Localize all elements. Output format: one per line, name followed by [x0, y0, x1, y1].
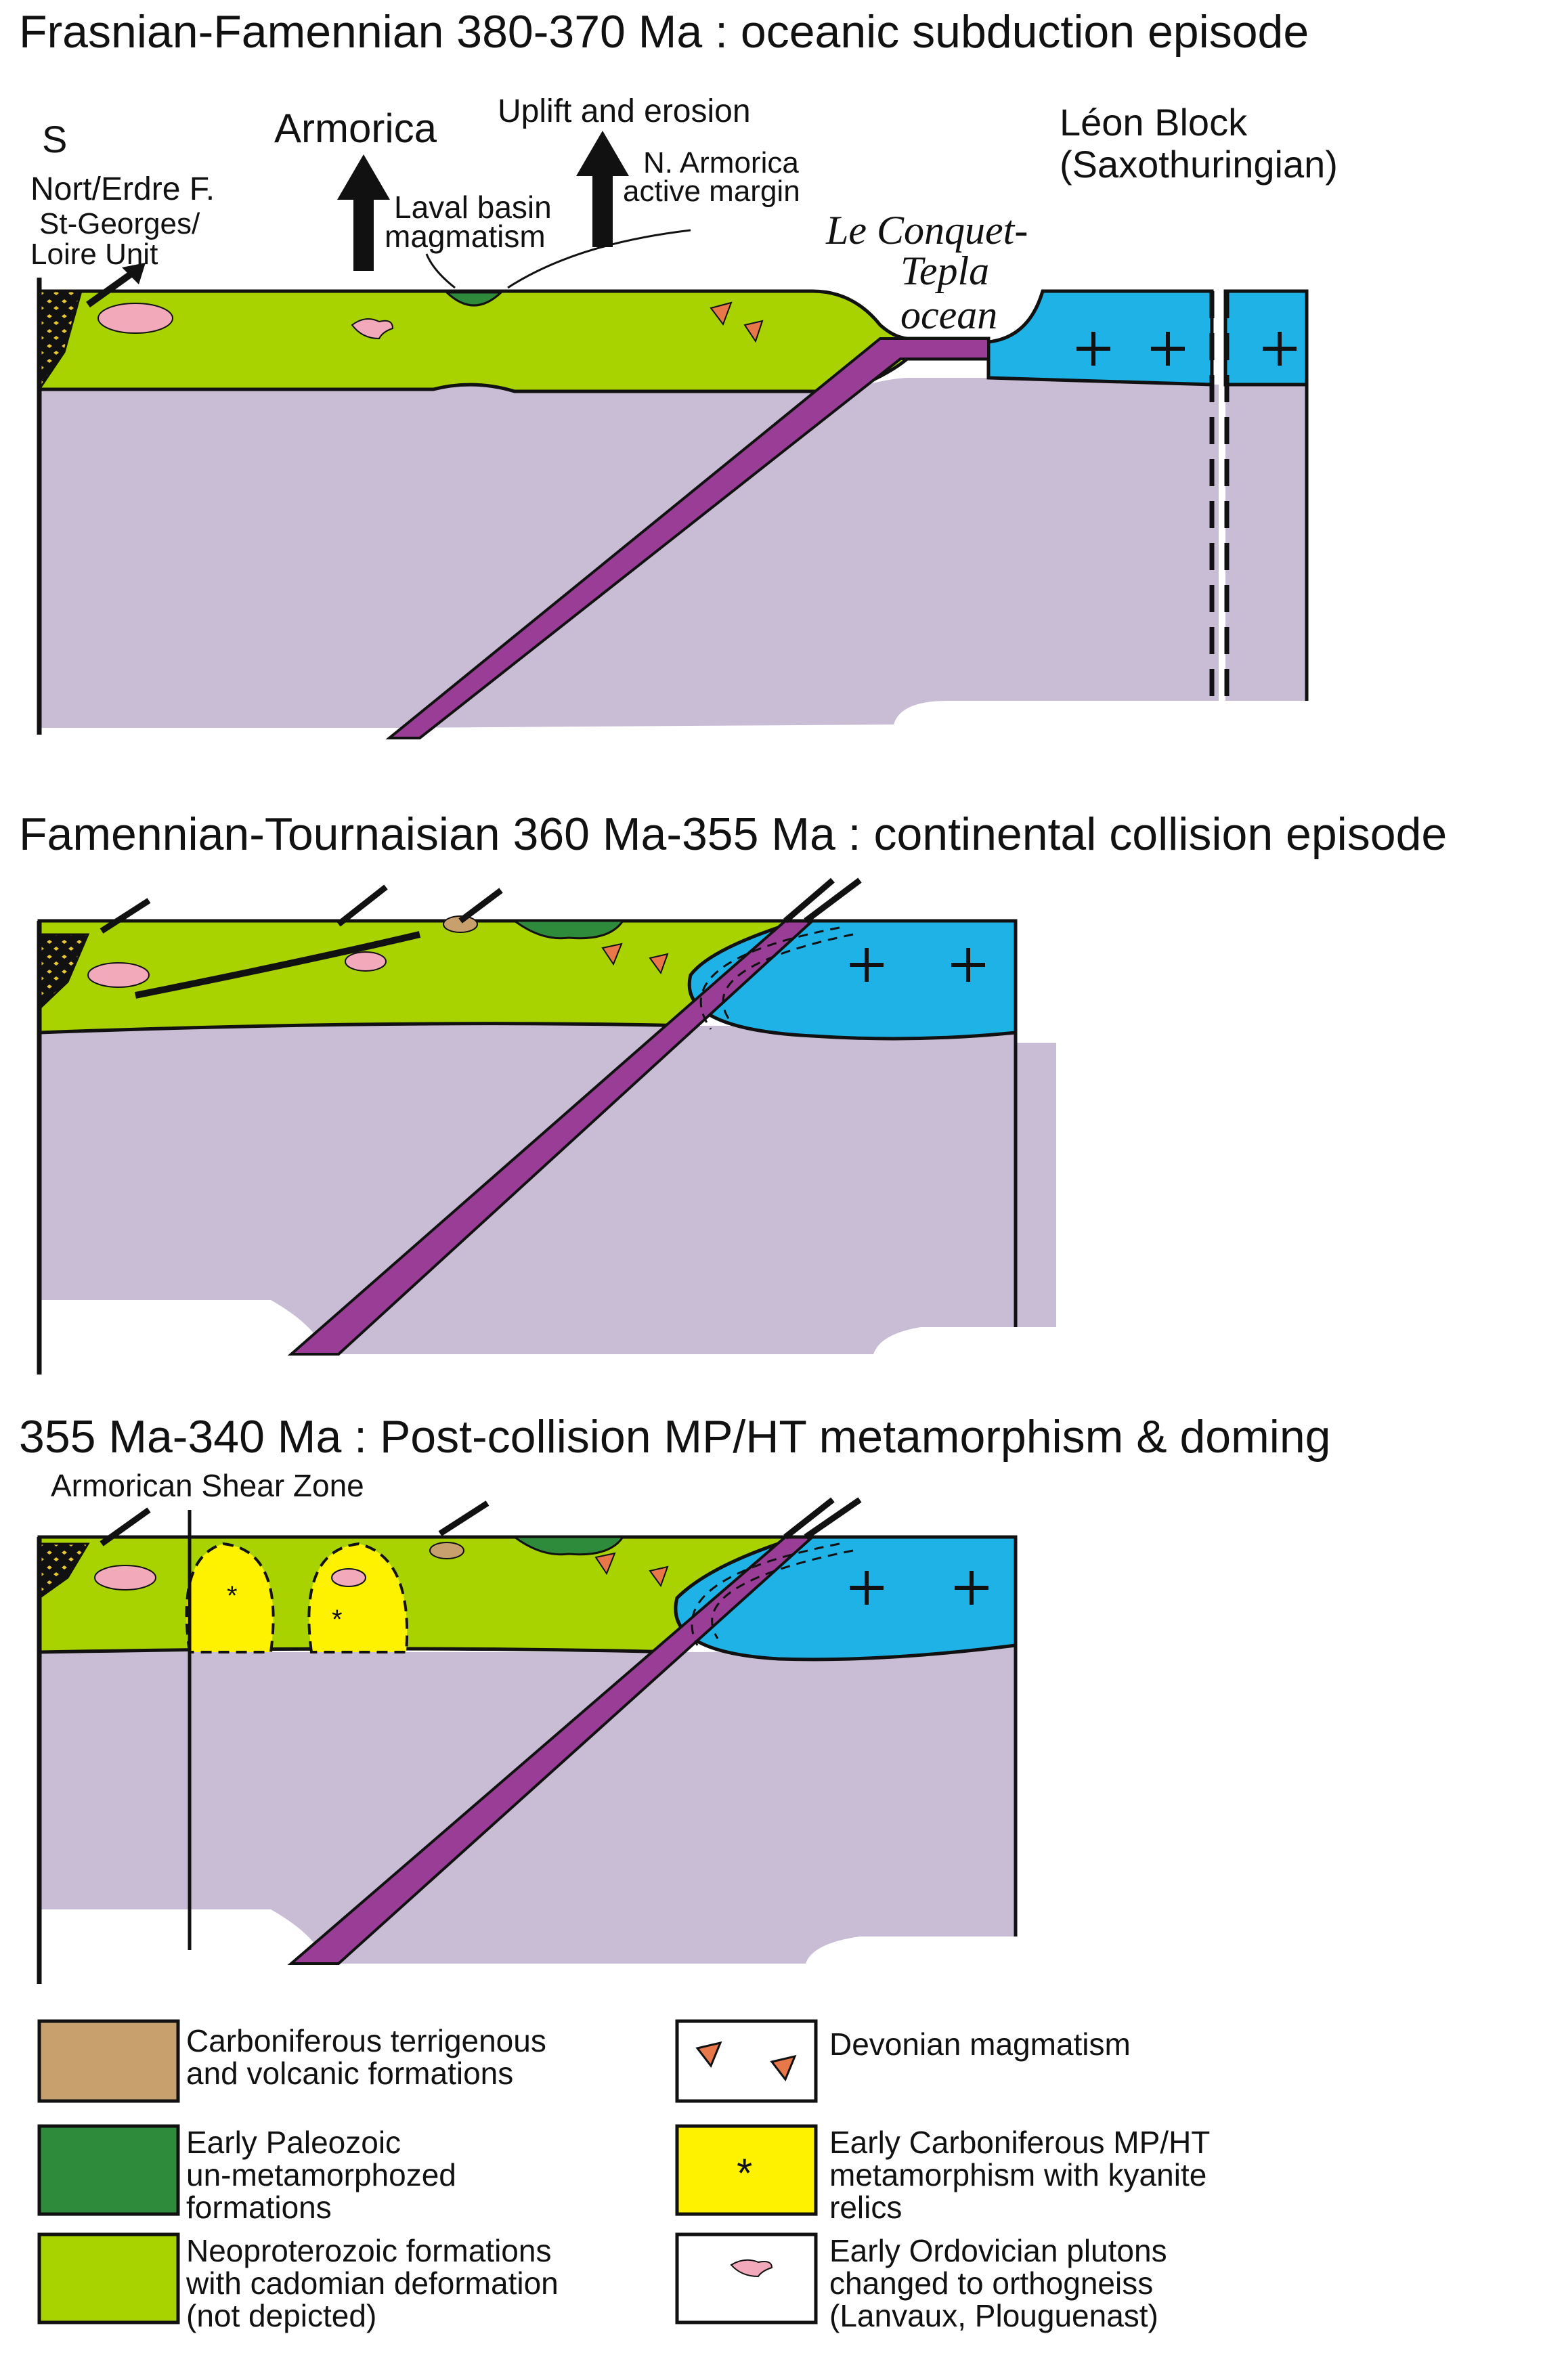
- label-laval-1: Laval basin: [394, 190, 552, 225]
- legend-neo-3: (not depicted): [186, 2298, 376, 2333]
- mp-ht-dome-2: [307, 1542, 409, 1653]
- laval-basin: [444, 291, 504, 307]
- carboniferous-basin: [443, 915, 478, 933]
- legend-swatch-mp-ht: [675, 2124, 818, 2216]
- label-stgeorges-2: Loire Unit: [30, 238, 158, 271]
- label-leon-2: (Saxothuringian): [1060, 143, 1338, 186]
- label-narmorica-1: N. Armorica: [643, 146, 799, 179]
- mantle-lithosphere: [39, 1645, 1016, 1964]
- label-nort: Nort/Erdre F.: [30, 171, 215, 207]
- mp-ht-dome-1: [185, 1542, 275, 1653]
- leon-block: [986, 289, 1214, 387]
- label-armorica: Armorica: [274, 106, 437, 151]
- ordovician-pluton-small: [345, 951, 387, 972]
- leon-block-right: [1223, 289, 1309, 387]
- label-ocean-2: Tepla: [900, 248, 989, 293]
- mantle-right-block: [1225, 385, 1307, 701]
- armorica-uplift-arrow: [337, 154, 390, 271]
- neoproterozoic-crust: [37, 289, 991, 393]
- panel-3: 355 Ma-340 Ma : Post-collision MP/HT met…: [19, 1411, 1330, 1984]
- ordovician-pluton: [87, 962, 150, 988]
- leon-plus-symbols: [1076, 332, 1297, 366]
- legend-kyanite-asterisk: *: [737, 2150, 752, 2196]
- legend-swatch-devonian: [675, 2019, 818, 2103]
- panel2-title: Famennian-Tournaisian 360 Ma-355 Ma : co…: [19, 808, 1447, 860]
- devonian-magmatism-2: [649, 953, 669, 975]
- legend-ecm-2: metamorphism with kyanite: [829, 2157, 1206, 2192]
- laval-leader-left: [425, 253, 456, 289]
- label-narmorica-2: active margin: [623, 175, 800, 208]
- oceanic-slab: [385, 337, 990, 739]
- thrust-arrows: [100, 878, 862, 934]
- label-ocean-1: Le Conquet-: [825, 208, 1028, 253]
- devonian-magmatism-1: [594, 1552, 616, 1576]
- legend-swatch-ordovician: [675, 2232, 818, 2324]
- legend-ecm-1: Early Carboniferous MP/HT: [829, 2125, 1210, 2160]
- shear-band: [135, 931, 421, 999]
- label-stgeorges-1: St-Georges/: [39, 207, 200, 240]
- legend-devonian-icon-1: [695, 2041, 722, 2068]
- label-s: S: [42, 118, 67, 160]
- legend-eop-3: (Lanvaux, Plouguenast): [829, 2298, 1158, 2333]
- legend-eop-1: Early Ordovician plutons: [829, 2233, 1167, 2268]
- legend-swatch-early-paleozoic: [37, 2124, 180, 2216]
- legend-epz-2: un-metamorphozed: [186, 2157, 456, 2192]
- panel-1: Frasnian-Famennian 380-370 Ma : oceanic …: [19, 6, 1338, 739]
- legend: Carboniferous terrigenous and volcanic f…: [37, 2019, 1210, 2333]
- devonian-magmatism-1: [601, 943, 623, 966]
- label-uplift: Uplift and erosion: [498, 93, 751, 129]
- label-leon-1: Léon Block: [1060, 101, 1248, 144]
- laval-leader-right: [507, 229, 691, 289]
- legend-eop-2: changed to orthogneiss: [829, 2266, 1153, 2301]
- leon-plus-symbols: [850, 1571, 988, 1605]
- legend-epz-1: Early Paleozoic: [186, 2125, 401, 2160]
- dome-fold-lines: [699, 926, 854, 1030]
- carboniferous-basin: [429, 1542, 464, 1559]
- label-armorican-shear-zone: Armorican Shear Zone: [51, 1468, 364, 1503]
- thrust-arrow: [86, 267, 137, 308]
- ordovician-pluton: [97, 303, 173, 334]
- panel1-title: Frasnian-Famennian 380-370 Ma : oceanic …: [19, 6, 1309, 58]
- legend-ecm-3: relics: [829, 2190, 902, 2225]
- label-laval-2: magmatism: [385, 219, 546, 254]
- ordovician-pluton-small: [351, 318, 394, 340]
- leon-plus-symbols: [850, 948, 985, 982]
- panel3-title: 355 Ma-340 Ma : Post-collision MP/HT met…: [19, 1411, 1330, 1463]
- uplift-erosion-arrow: [576, 131, 629, 247]
- legend-dev-1: Devonian magmatism: [829, 2027, 1131, 2062]
- thrust-arrows: [100, 1497, 862, 1546]
- legend-epz-3: formations: [186, 2190, 332, 2225]
- legend-neo-1: Neoproterozoic formations: [186, 2233, 551, 2268]
- mantle-lithosphere: [39, 1024, 1056, 1354]
- devonian-magmatism-1: [710, 301, 733, 326]
- thrust-arrowhead: [122, 263, 146, 284]
- legend-ordovician-icon: [730, 2259, 773, 2278]
- ordovician-pluton-small: [331, 1568, 366, 1587]
- legend-neo-2: with cadomian deformation: [186, 2266, 559, 2301]
- legend-swatch-neoproterozoic: [37, 2232, 180, 2324]
- devonian-magmatism-2: [649, 1565, 669, 1588]
- legend-carb-2: and volcanic formations: [186, 2056, 513, 2091]
- dome-fold-lines: [691, 1542, 854, 1646]
- kyanite-asterisk-2: *: [332, 1605, 343, 1635]
- legend-carb-1: Carboniferous terrigenous: [186, 2023, 546, 2058]
- label-ocean-3: ocean: [900, 293, 997, 337]
- early-paleozoic-formations: [511, 919, 625, 940]
- legend-devonian-icon-2: [770, 2054, 797, 2081]
- kyanite-asterisk-1: *: [227, 1581, 238, 1611]
- panel-2: Famennian-Tournaisian 360 Ma-355 Ma : co…: [19, 808, 1447, 1375]
- legend-swatch-carboniferous: [37, 2019, 180, 2103]
- ordovician-pluton: [94, 1565, 156, 1591]
- devonian-magmatism-2: [743, 320, 764, 343]
- early-paleozoic-formations: [511, 1536, 625, 1556]
